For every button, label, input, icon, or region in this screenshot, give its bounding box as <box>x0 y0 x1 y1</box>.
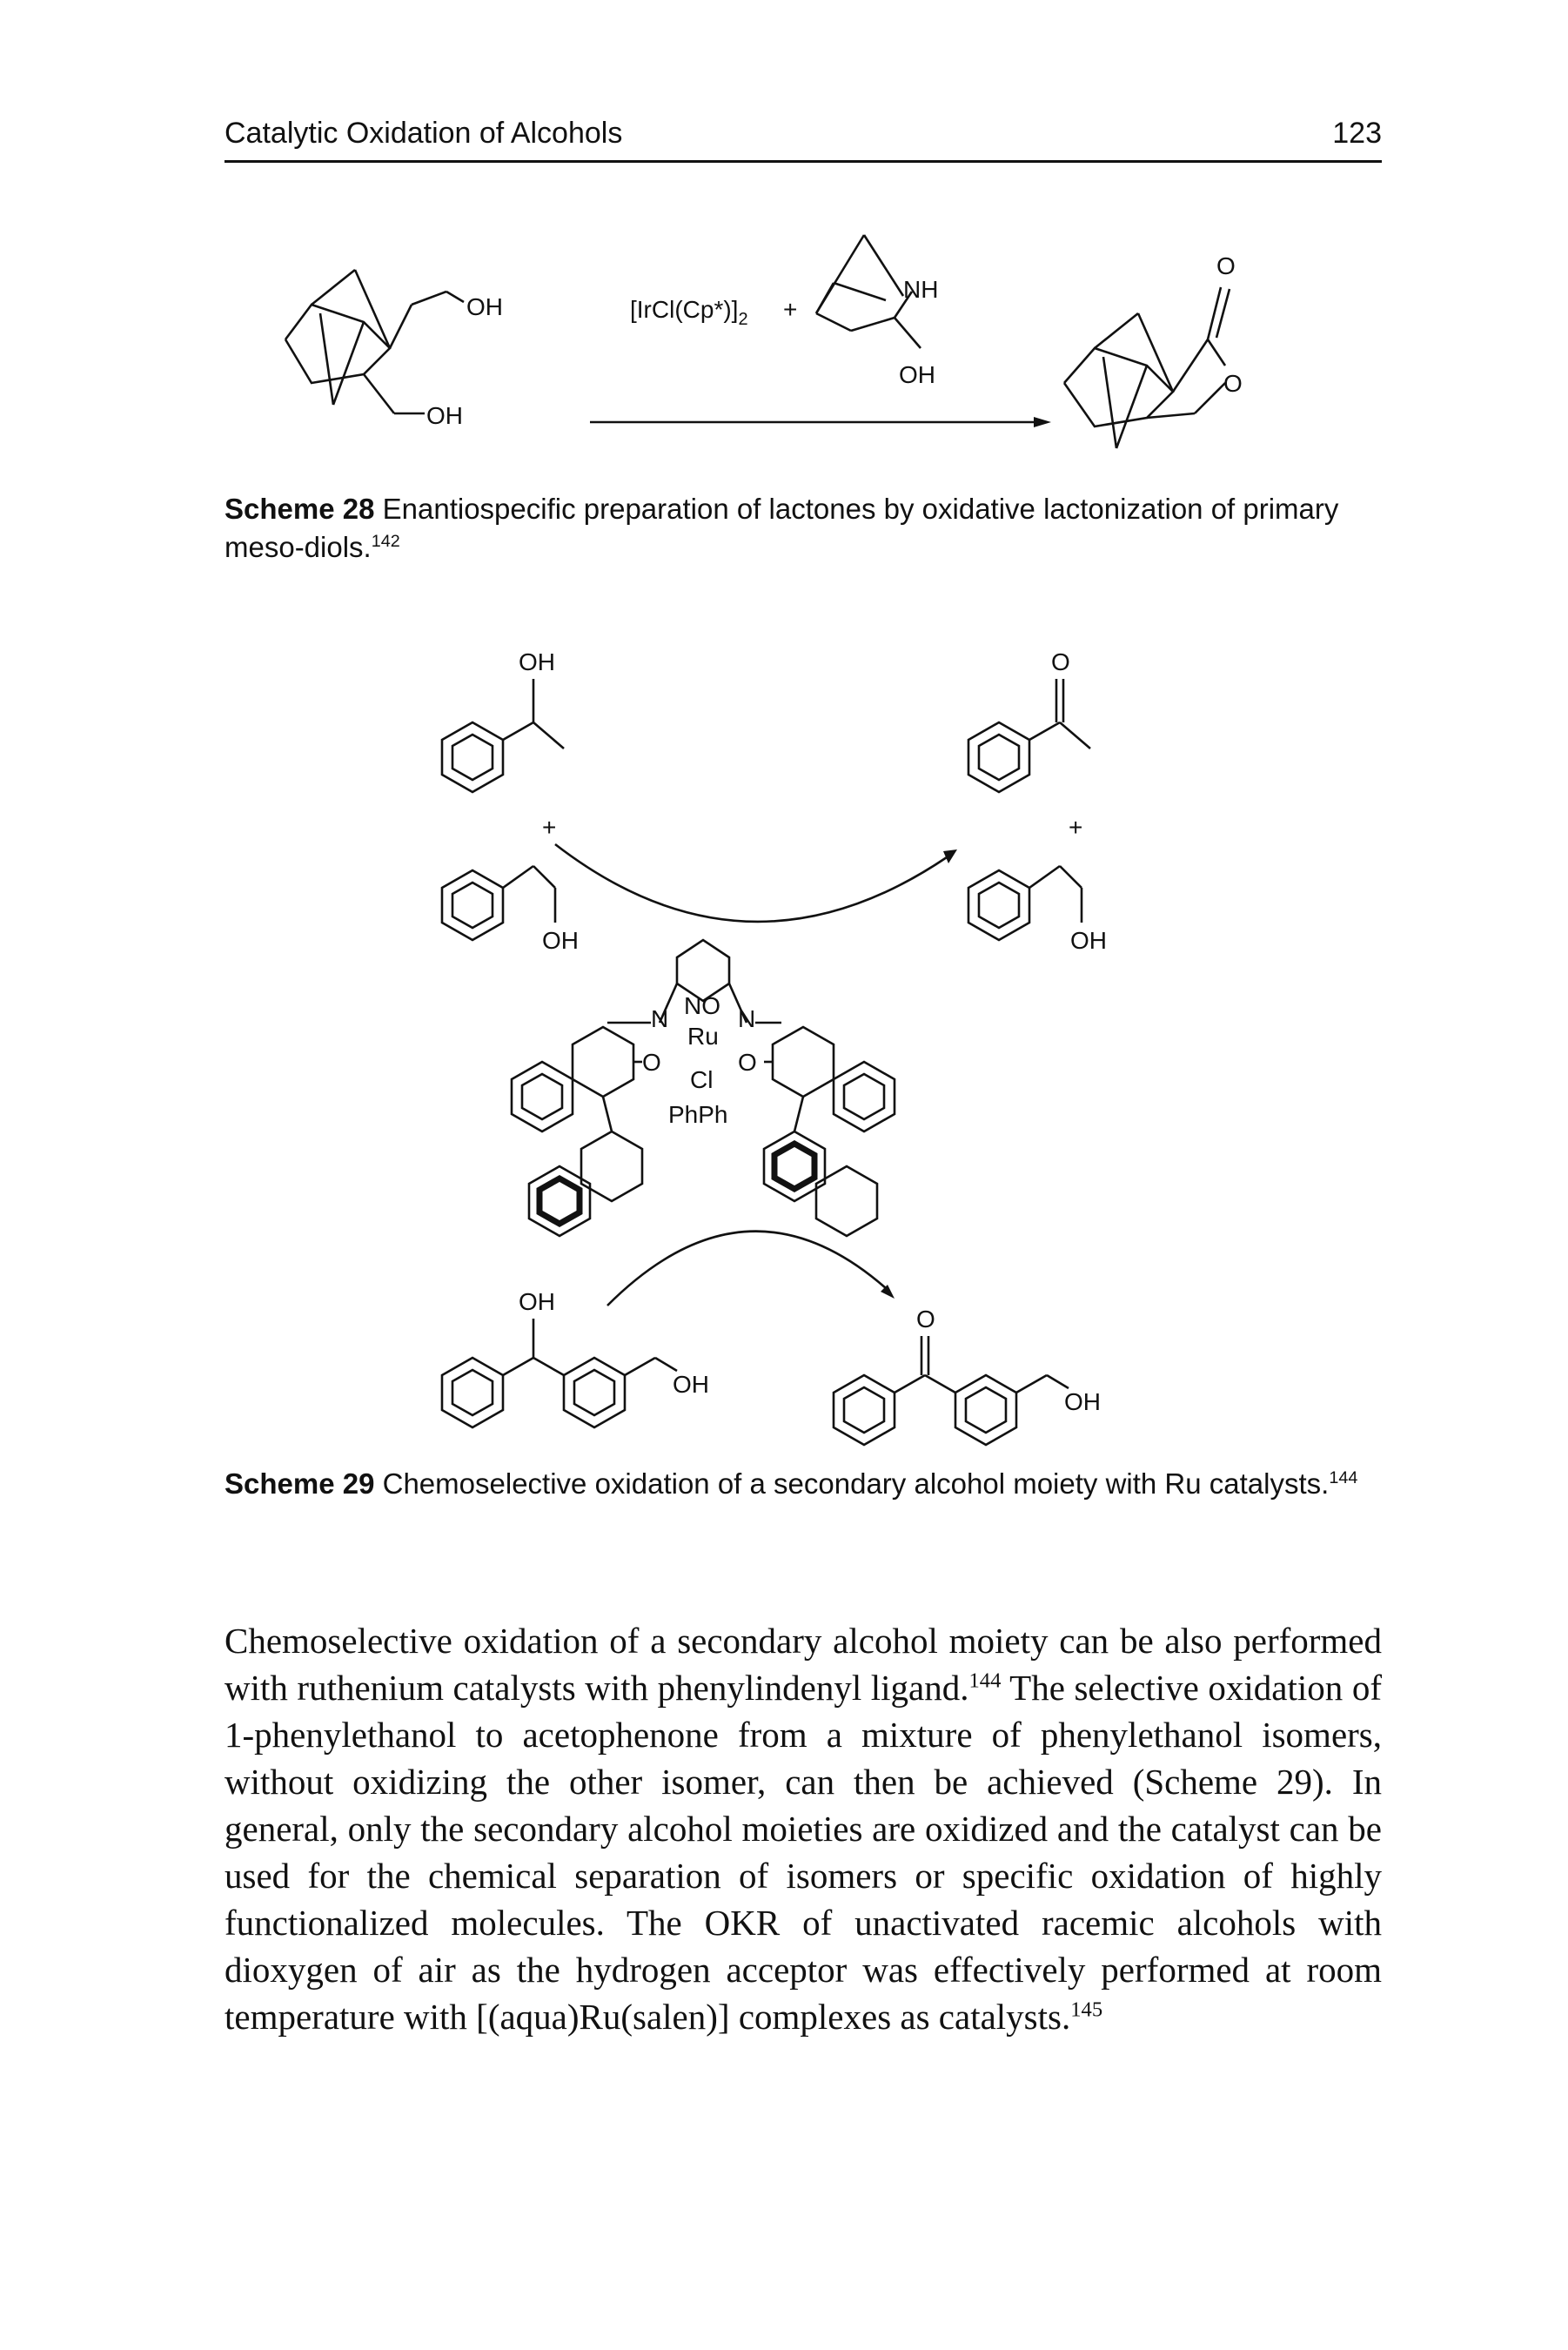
scheme-29-figure: OH + OH O + <box>224 627 1382 1454</box>
scheme-28-drawing: OH OH [IrCl(Cp*)]2 + NH OH <box>284 234 1243 449</box>
oh-label-primary-right: OH <box>1070 927 1107 954</box>
running-title: Catalytic Oxidation of Alcohols <box>224 117 623 150</box>
scheme-29-caption: Scheme 29 Chemoselective oxidation of a … <box>224 1465 1382 1503</box>
phenylethanol-primary-left: OH <box>440 864 579 954</box>
scheme-28-caption-label: Scheme 28 <box>224 493 375 525</box>
no-label: NO <box>684 992 720 1019</box>
iridium-catalyst-label: [IrCl(Cp*)]2 <box>630 296 748 329</box>
oh-label-primary-left: OH <box>542 927 579 954</box>
scheme-29-drawing: OH + OH O + <box>440 648 1107 1447</box>
lactone-carbonyl-o-label: O <box>1216 252 1236 279</box>
lactone-structure: O O <box>1062 252 1243 449</box>
body-ref-144: 144 <box>968 1668 1002 1693</box>
diol-oh-bottom-label: OH <box>426 402 463 429</box>
cl-label: Cl <box>690 1066 713 1093</box>
acetophenone: O <box>967 648 1091 794</box>
ru-label: Ru <box>687 1023 719 1050</box>
phenylethanol-primary-right: OH <box>967 864 1107 954</box>
oh-label-bottom-primary: OH <box>673 1371 709 1398</box>
lower-curved-arrow-head <box>881 1285 895 1299</box>
oh-label-bottom-secondary: OH <box>519 1288 555 1315</box>
scheme-28-caption-ref: 142 <box>371 532 400 551</box>
reaction-arrow-head <box>1034 417 1051 427</box>
upper-curved-arrow-head <box>943 849 957 863</box>
n-right-label: N <box>738 1005 755 1032</box>
body-text-part-1: Chemoselective oxidation of a secondary … <box>224 1621 1382 1708</box>
o-right-label: O <box>738 1049 757 1076</box>
diol-oh-top-label: OH <box>466 293 503 320</box>
running-header: Catalytic Oxidation of Alcohols 123 <box>224 111 1382 163</box>
body-ref-145: 145 <box>1070 1998 1103 2022</box>
diol-substrate: OH OH <box>440 1288 709 1429</box>
oh-label-bottom-primary-product: OH <box>1064 1388 1101 1415</box>
lower-curved-arrow <box>606 1230 887 1306</box>
scheme-29-caption-text: Chemoselective oxidation of a secondary … <box>382 1467 1330 1500</box>
scheme-28-caption-text: Enantiospecific preparation of lactones … <box>224 493 1339 563</box>
plus-sign: + <box>783 296 797 323</box>
page-number: 123 <box>1332 117 1382 150</box>
scheme-29-caption-label: Scheme 29 <box>224 1467 375 1500</box>
meso-diol-structure: OH OH <box>284 268 503 429</box>
scheme-29-caption-ref: 144 <box>1329 1468 1358 1487</box>
o-label-ketone: O <box>1051 648 1070 675</box>
body-text-part-2: The selective oxidation of 1-phenylethan… <box>224 1668 1382 2037</box>
keto-alcohol-product: O OH <box>832 1306 1101 1447</box>
ligand-nh-label: NH <box>903 276 938 303</box>
ru-salen-catalyst: N N NO Ru O O Cl PhPh <box>510 938 896 1238</box>
n-left-label: N <box>651 1005 668 1032</box>
amino-alcohol-ligand: NH OH <box>814 234 938 388</box>
body-paragraph: Chemoselective oxidation of a secondary … <box>224 1617 1382 2040</box>
upper-curved-arrow <box>554 843 948 923</box>
o-label-bottom-ketone: O <box>916 1306 935 1333</box>
scheme-28-figure: OH OH [IrCl(Cp*)]2 + NH OH <box>224 218 1382 470</box>
ligand-oh-label: OH <box>899 361 935 388</box>
phph-label: PhPh <box>668 1101 728 1128</box>
plus-right: + <box>1069 814 1082 841</box>
oh-label-secondary: OH <box>519 648 555 675</box>
o-left-label: O <box>642 1049 661 1076</box>
phenylethanol-secondary: OH <box>440 648 565 794</box>
scheme-28-caption: Scheme 28 Enantiospecific preparation of… <box>224 490 1382 567</box>
plus-left: + <box>542 814 556 841</box>
lactone-ring-o-label: O <box>1223 370 1243 397</box>
